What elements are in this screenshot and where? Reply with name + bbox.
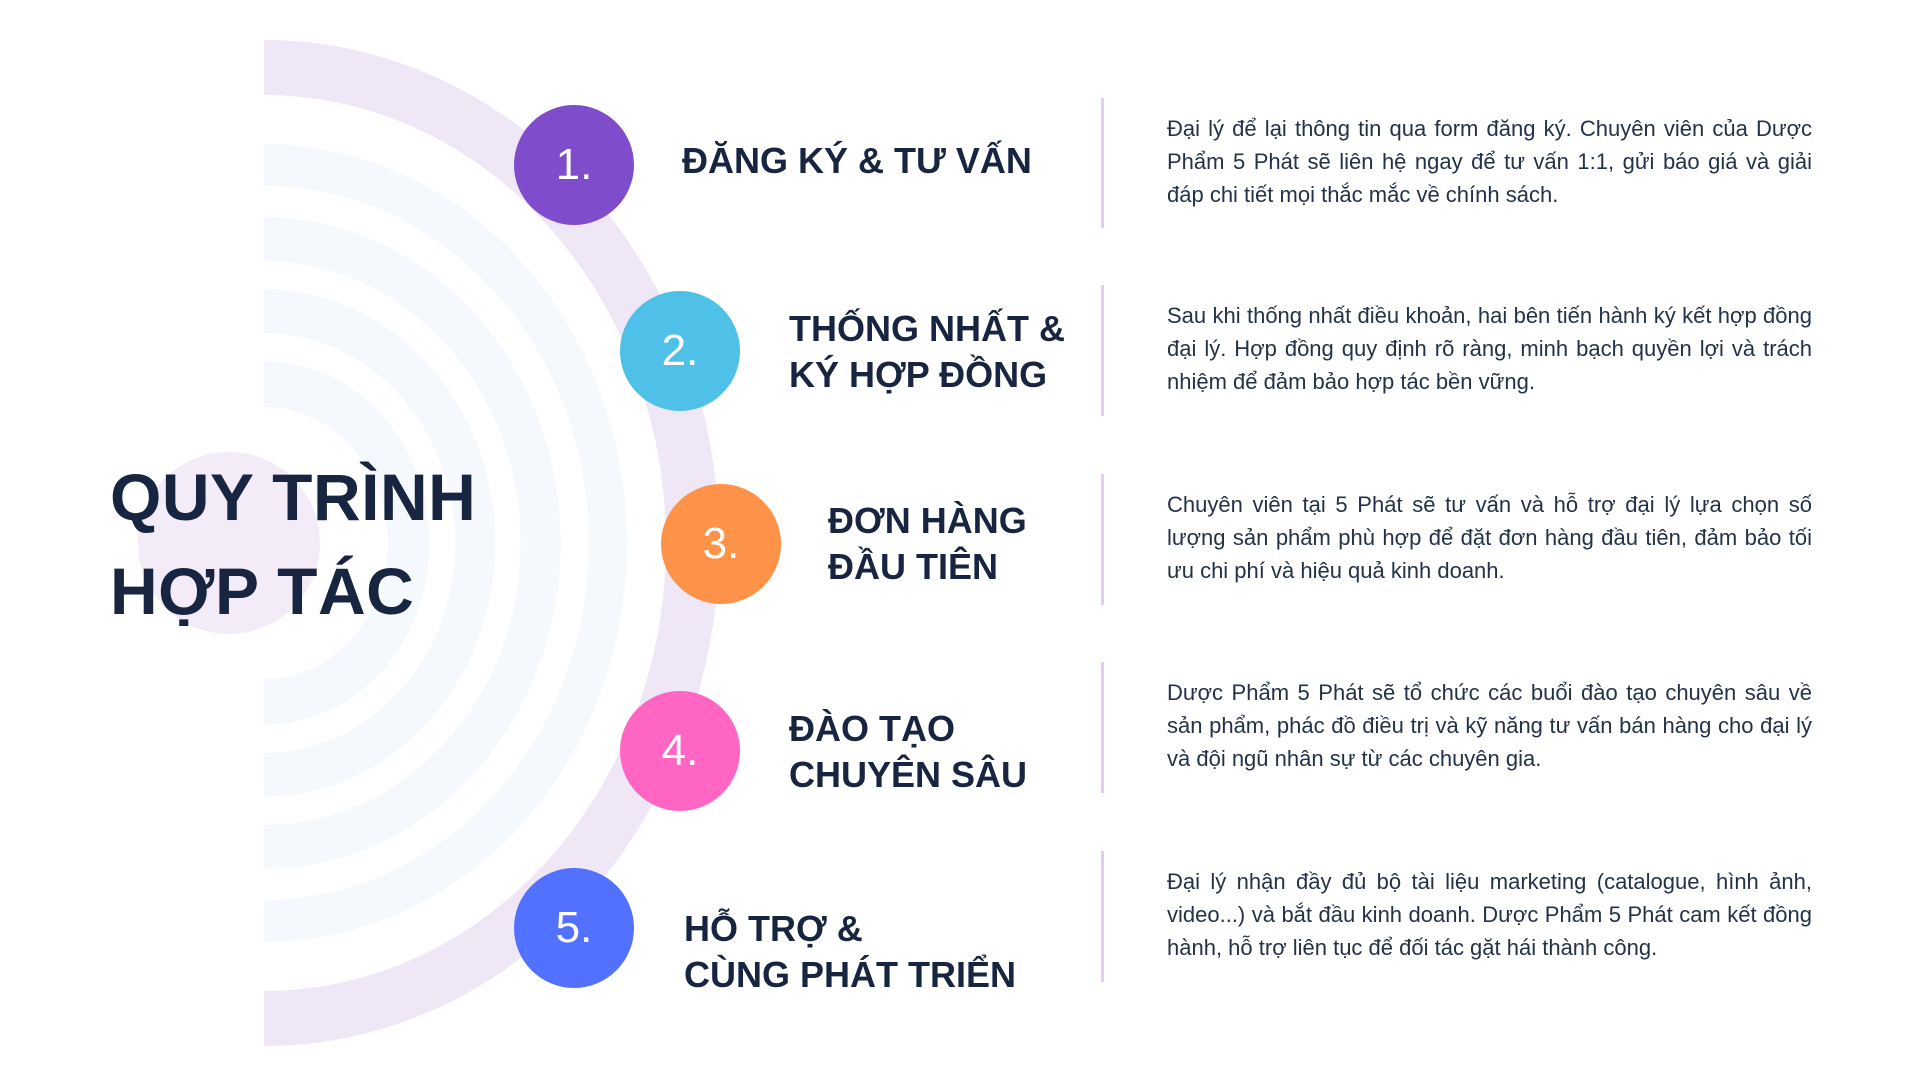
step-4-title: ĐÀO TẠO CHUYÊN SÂU xyxy=(789,706,1027,798)
step-title-line: ĐƠN HÀNG xyxy=(828,500,1027,541)
page-title: QUY TRÌNH HỢP TÁC xyxy=(110,450,476,638)
step-5-description: Đại lý nhận đầy đủ bộ tài liệu marketing… xyxy=(1167,839,1812,990)
step-1-divider xyxy=(1101,98,1104,228)
step-2-divider xyxy=(1101,285,1104,416)
step-title-line: ĐẦU TIÊN xyxy=(828,546,998,587)
step-title-line: KÝ HỢP ĐỒNG xyxy=(789,354,1048,395)
step-1-title: ĐĂNG KÝ & TƯ VẤN xyxy=(682,138,1032,184)
step-2-number-badge: 2. xyxy=(620,291,740,411)
step-4-divider xyxy=(1101,662,1104,793)
background-ring xyxy=(264,289,496,797)
step-2-title: THỐNG NHẤT & KÝ HỢP ĐỒNG xyxy=(789,306,1065,398)
step-title-line: THỐNG NHẤT & xyxy=(789,308,1065,349)
step-4-description: Dược Phẩm 5 Phát sẽ tổ chức các buổi đào… xyxy=(1167,650,1812,801)
title-line-2: HỢP TÁC xyxy=(110,554,415,628)
step-3-divider xyxy=(1101,474,1104,605)
step-1-description: Đại lý để lại thông tin qua form đăng ký… xyxy=(1167,86,1812,236)
step-title-line: HỖ TRỢ & xyxy=(684,908,863,949)
step-1-number-badge: 1. xyxy=(514,105,634,225)
step-description-text: Chuyên viên tại 5 Phát sẽ tư vấn và hỗ t… xyxy=(1167,492,1812,583)
title-line-1: QUY TRÌNH xyxy=(110,460,477,534)
step-title-line: ĐĂNG KÝ & TƯ VẤN xyxy=(682,140,1032,181)
step-title-line: ĐÀO TẠO xyxy=(789,708,955,749)
step-5-number-badge: 5. xyxy=(514,868,634,988)
step-description-text: Dược Phẩm 5 Phát sẽ tổ chức các buổi đào… xyxy=(1167,680,1812,771)
background-ring xyxy=(264,361,430,725)
step-5-title: HỖ TRỢ & CÙNG PHÁT TRIỂN xyxy=(684,906,1016,998)
step-2-description: Sau khi thống nhất điều khoản, hai bên t… xyxy=(1167,273,1812,424)
step-3-description: Chuyên viên tại 5 Phát sẽ tư vấn và hỗ t… xyxy=(1167,462,1812,613)
background-ring xyxy=(264,144,628,942)
background-ring xyxy=(264,217,561,869)
step-description-text: Sau khi thống nhất điều khoản, hai bên t… xyxy=(1167,303,1812,394)
step-3-title: ĐƠN HÀNG ĐẦU TIÊN xyxy=(828,498,1027,590)
center-circle xyxy=(138,452,320,634)
outer-arc xyxy=(264,40,719,1046)
step-description-text: Đại lý nhận đầy đủ bộ tài liệu marketing… xyxy=(1167,869,1812,960)
step-title-line: CHUYÊN SÂU xyxy=(789,754,1028,795)
step-5-divider xyxy=(1101,851,1104,982)
step-description-text: Đại lý để lại thông tin qua form đăng ký… xyxy=(1167,115,1812,207)
step-3-number-badge: 3. xyxy=(661,484,781,604)
step-4-number-badge: 4. xyxy=(620,691,740,811)
step-title-line: CÙNG PHÁT TRIỂN xyxy=(684,954,1016,995)
